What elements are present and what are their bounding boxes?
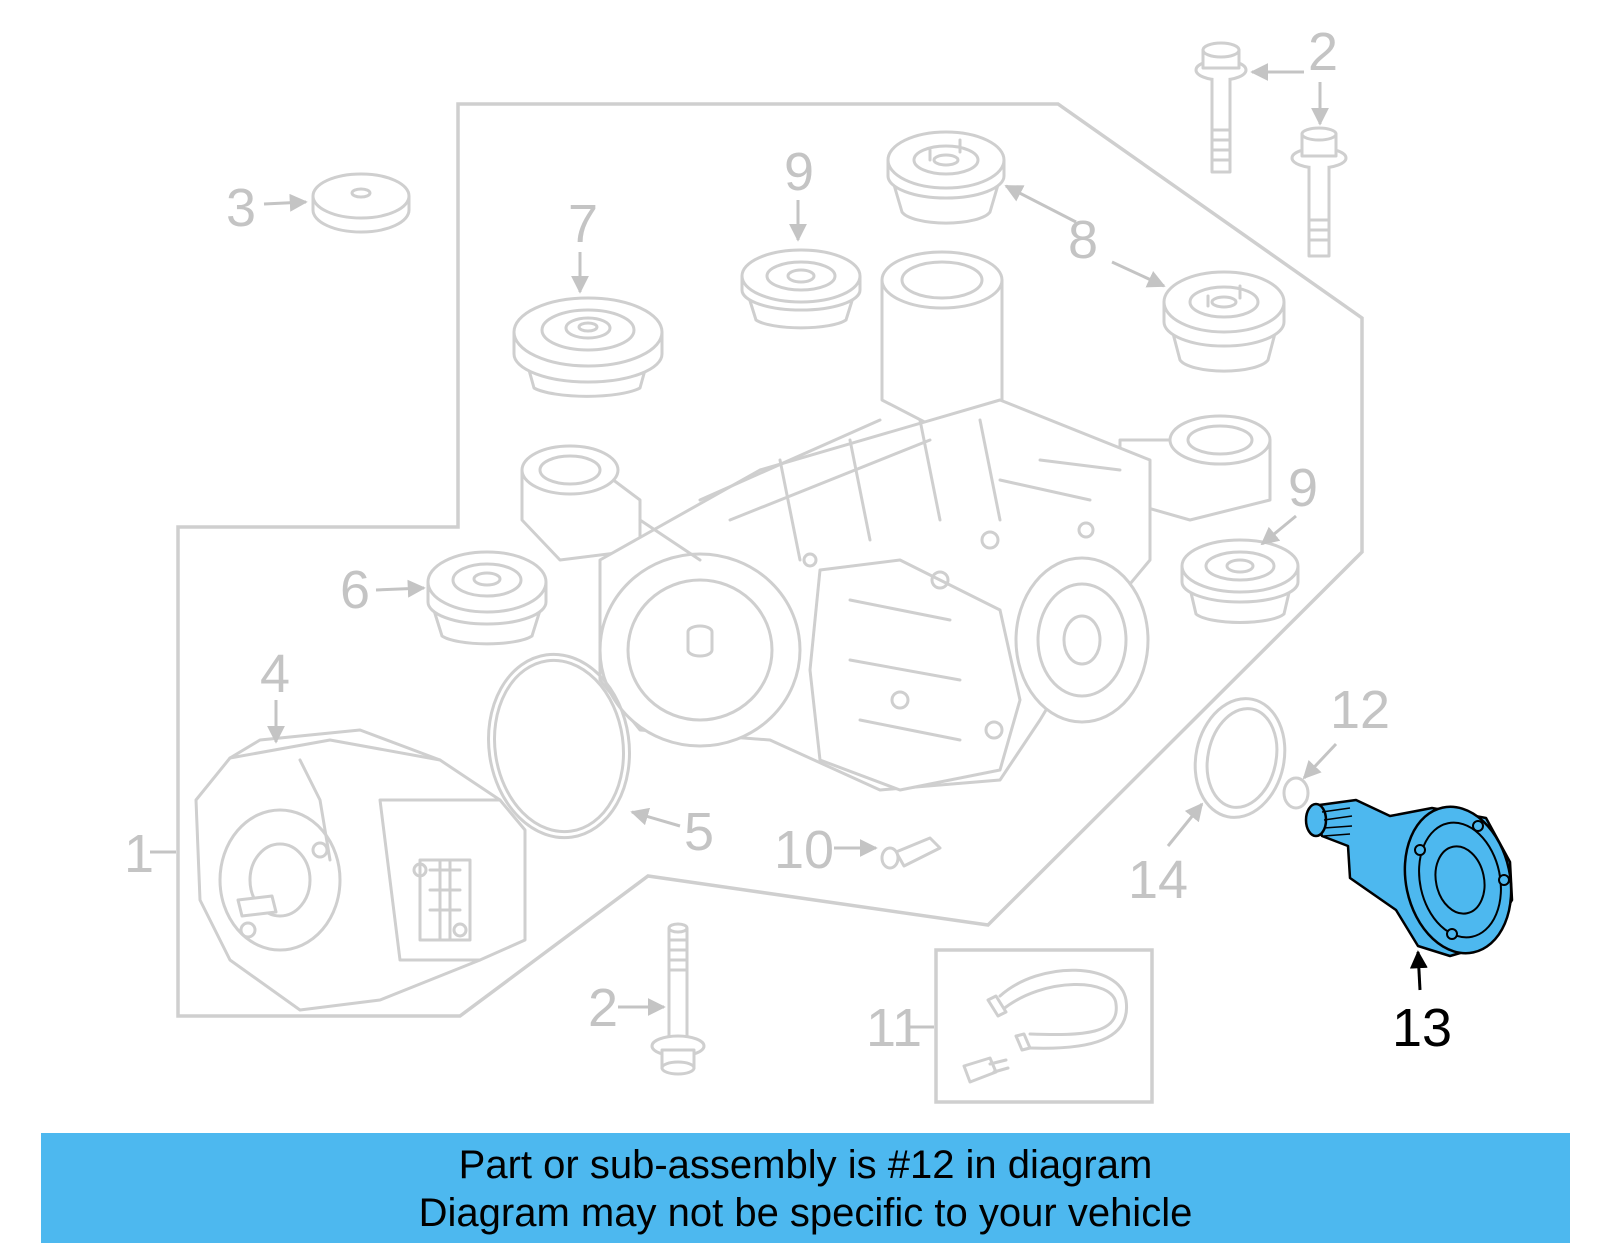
differential-housing [520, 250, 1272, 792]
part-14-seal [1193, 697, 1287, 819]
callout-13: 12 [1330, 680, 1390, 740]
part-11-box [934, 948, 1154, 1104]
part-9-mount-upper [740, 248, 862, 330]
leader-lines [150, 63, 1428, 1029]
part-7-mount [512, 296, 664, 398]
callout-9-upper: 9 [784, 142, 814, 202]
info-banner: Part or sub-assembly is #12 in diagram D… [41, 1133, 1570, 1243]
callout-7: 7 [568, 194, 598, 254]
callout-2-top: 2 [1308, 22, 1338, 82]
part-2-bolt-bottom [650, 922, 706, 1076]
callout-1: 1 [124, 824, 154, 884]
callout-10: 10 [774, 820, 834, 880]
callout-2-bottom: 2 [588, 978, 618, 1038]
banner-line-1: Part or sub-assembly is #12 in diagram [458, 1143, 1153, 1187]
callout-9-lower: 9 [1288, 458, 1318, 518]
callout-5: 5 [684, 802, 714, 862]
callout-12: 13 [1392, 998, 1452, 1058]
part-5-gasket [487, 652, 631, 840]
part-3-cap [311, 172, 411, 234]
part-11-hose [962, 968, 1129, 1084]
callout-4: 4 [260, 644, 290, 704]
part-8-mount-right [1162, 270, 1286, 373]
callout-8: 8 [1068, 210, 1098, 270]
part-2-bolt-top-b [1290, 126, 1348, 258]
banner-line-2: Diagram may not be specific to your vehi… [418, 1191, 1193, 1235]
part-10-breather [880, 836, 942, 870]
callout-3: 3 [226, 178, 256, 238]
callout-14: 14 [1128, 850, 1188, 910]
part-4-pump-unit [194, 728, 527, 1012]
part-13-oring [1282, 776, 1310, 810]
part-12-flange-shaft [1304, 798, 1514, 958]
part-8-mount-top [886, 130, 1006, 225]
part-6-mount [426, 550, 548, 646]
callout-6: 6 [340, 560, 370, 620]
callout-11: 11 [866, 998, 922, 1058]
assembly-outline [176, 102, 1364, 1018]
part-2-bolt-top-a [1194, 41, 1248, 174]
callouts: 2 3 9 7 8 9 6 4 1 5 10 12 14 2 11 13 [124, 22, 1452, 1058]
part-9-mount-lower [1180, 538, 1300, 624]
